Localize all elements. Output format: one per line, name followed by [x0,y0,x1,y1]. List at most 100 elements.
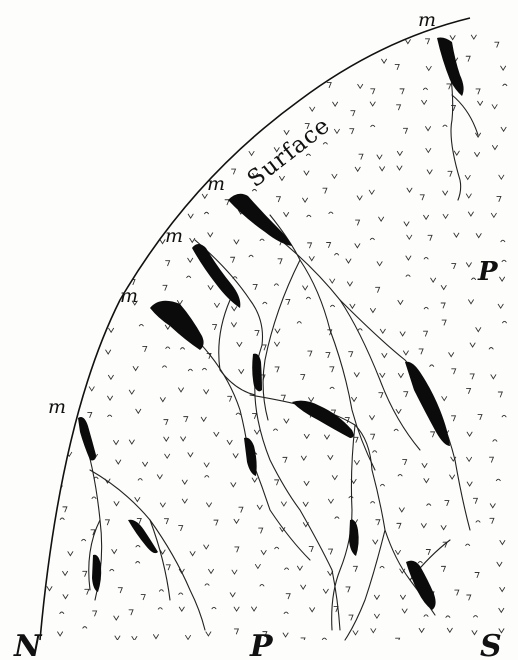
rock-speckle [470,374,474,379]
rock-speckle [327,242,331,247]
rock-speckle [353,631,358,635]
rock-speckle [467,388,471,393]
north-label: N [13,629,43,660]
rock-speckle [351,111,355,116]
rock-speckle [451,105,455,110]
rock-speckle [141,133,146,137]
rock-speckle [139,324,143,326]
rock-speckle [208,286,213,290]
rock-speckle [157,147,161,152]
rock-speckle [204,212,208,214]
rock-speckle [133,366,138,370]
rock-speckle [155,218,160,222]
rock-speckle [160,503,165,507]
rock-speckle [349,352,353,357]
rock-speckle [105,256,109,261]
rock-speckle [259,58,263,60]
rock-speckle [423,88,427,90]
rock-speckle [283,633,288,637]
rock-speckle [114,150,119,154]
rock-speckle [114,616,119,620]
rock-speckle [83,571,87,576]
rock-speckle [227,440,232,444]
rock-speckle [230,593,235,597]
rock-speckle [129,610,133,615]
rock-speckle [394,429,398,431]
rock-speckle [286,594,290,599]
rock-speckle [135,146,140,150]
rock-speckle [349,496,353,498]
rock-speckle [64,301,69,305]
rock-speckle [129,440,134,444]
rock-speckle [474,616,478,618]
rock-speckle [285,568,289,570]
rock-speckle [404,222,409,226]
rock-speckle [311,39,316,43]
rock-speckle [38,233,42,238]
rock-speckle [141,595,145,600]
rock-speckle [500,541,505,545]
rock-speckle [454,233,459,237]
rock-speckle [501,127,506,131]
rock-speckle [60,145,65,149]
rock-speckle [397,151,402,155]
rock-speckle [163,285,167,290]
rock-speckle [208,233,213,237]
rock-speckle [396,638,400,643]
vein-label-top: m [418,9,436,31]
rock-speckle [398,300,403,304]
rock-speckle [40,41,45,45]
rock-speckle [187,276,191,278]
rock-speckle [498,304,503,308]
vein-third [150,301,204,350]
rock-speckle [374,595,379,599]
rock-speckle [36,438,41,442]
rock-speckle [283,457,287,462]
rock-speckle [156,42,161,46]
rock-speckle [323,143,327,145]
rock-speckle [328,549,332,554]
rock-speckle [164,519,168,524]
rock-speckle [358,84,363,88]
rock-speckle [205,584,209,586]
rock-speckle [404,392,408,397]
rock-speckle [84,82,88,87]
rock-speckle [442,320,446,325]
rock-speckle [356,220,360,225]
rock-speckle [263,302,267,304]
rock-speckle [303,198,308,202]
rock-speckle [349,615,353,620]
rock-speckle [428,235,432,240]
rock-speckle [472,631,477,635]
rock-speckle [211,81,215,83]
rock-speckle [94,195,98,197]
rock-label-bottom: P [249,629,274,660]
rock-speckle [347,282,352,286]
rock-speckle [403,460,407,465]
rock-speckle [81,327,86,331]
rock-speckle [234,607,239,611]
rock-speckle [421,524,426,528]
rock-speckle [402,609,407,613]
rock-speckle [465,175,470,179]
rock-speckle [64,342,69,346]
rock-speckle [112,125,116,130]
rock-speckle [427,170,432,174]
rock-speckle [497,562,502,566]
rock-speckle [324,435,329,439]
rock-speckle [380,566,384,568]
rock-speckle [333,102,338,106]
rock-speckle [424,615,428,617]
rock-speckle [301,585,306,589]
rock-speckle [135,497,140,501]
rock-speckle [328,499,333,503]
rock-speckle [231,323,236,327]
rock-speckle [227,38,231,40]
rock-speckle [66,330,70,335]
rock-speckle [234,629,238,634]
rock-speckle [379,393,383,398]
rock-speckle [422,100,427,104]
rock-speckle [466,194,471,198]
rock-speckle [186,635,191,639]
rock-speckle [137,518,141,523]
